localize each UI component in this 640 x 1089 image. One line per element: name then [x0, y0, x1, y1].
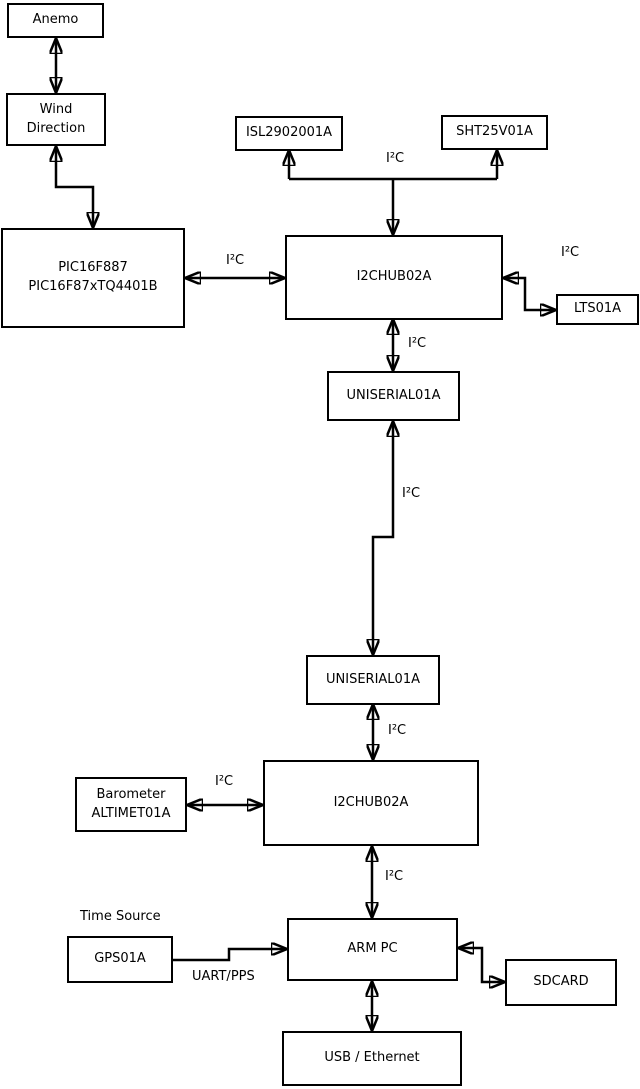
edge-label-i2c-sensor-bus: I²C — [386, 151, 405, 166]
node-arm-pc: ARM PC — [287, 918, 458, 981]
node-anemo: Anemo — [7, 3, 104, 38]
edge-armpc-sdcard — [458, 948, 505, 982]
node-uniserial01a-lower: UNISERIAL01A — [306, 655, 440, 705]
edge-gps-armpc — [173, 949, 287, 962]
node-i2chub02a-upper: I2CHUB02A — [285, 235, 503, 320]
edge-label-i2c-hub2-armpc: I²C — [385, 869, 404, 884]
edge-label-i2c-pic-hub1: I²C — [226, 253, 245, 268]
node-barometer-altimet01a: Barometer ALTIMET01A — [75, 777, 187, 832]
edge-wind-pic — [56, 146, 93, 228]
edge-label-i2c-barometer-hub2: I²C — [215, 774, 234, 789]
edge-label-i2c-hub1-lts: I²C — [561, 245, 580, 260]
node-pic16f887: PIC16F887 PIC16F87xTQ4401B — [1, 228, 185, 328]
edge-uniserial1-uniserial2 — [373, 421, 393, 655]
node-i2chub02a-lower: I2CHUB02A — [263, 760, 479, 846]
edge-label-uart-pps: UART/PPS — [192, 969, 255, 984]
edge-label-i2c-uniserial-link: I²C — [402, 486, 421, 501]
node-usb-ethernet: USB / Ethernet — [282, 1031, 462, 1086]
node-lts01a: LTS01A — [556, 294, 639, 325]
node-isl2902001a: ISL2902001A — [235, 116, 343, 151]
annotation-time-source: Time Source — [80, 909, 161, 924]
node-uniserial01a-upper: UNISERIAL01A — [327, 371, 460, 421]
node-wind-direction: Wind Direction — [6, 93, 106, 146]
node-sdcard: SDCARD — [505, 959, 617, 1006]
edge-label-i2c-hub1-uniserial1: I²C — [408, 336, 427, 351]
node-sht25v01a: SHT25V01A — [441, 115, 548, 150]
edge-hub1-lts — [503, 278, 556, 310]
node-gps01a: GPS01A — [67, 936, 173, 983]
edge-label-i2c-uniserial2-hub2: I²C — [388, 723, 407, 738]
